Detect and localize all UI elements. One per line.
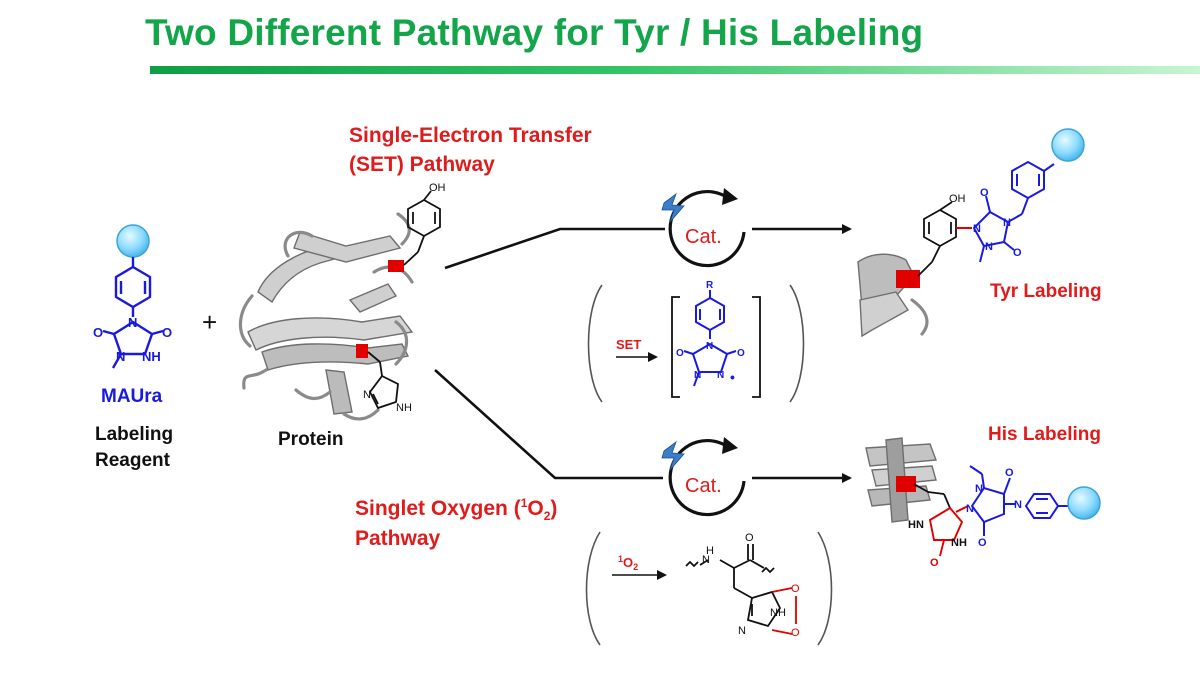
atom-n: N (973, 223, 981, 235)
his-site-marker (356, 344, 368, 358)
atom-n: N (702, 554, 710, 566)
reagent-name: MAUra (101, 386, 163, 407)
atom-o: O (737, 348, 745, 359)
title-underline (150, 66, 1200, 74)
his-product: HN NH O N O N O N (865, 437, 1101, 569)
atom-o: O (676, 348, 684, 359)
singlet-o: O (527, 497, 544, 520)
atom-o: O (745, 532, 754, 544)
atom-n: N (1014, 499, 1022, 511)
tyr-site-marker (896, 270, 920, 288)
atom-n: N (706, 341, 713, 352)
tyr-site-marker (388, 260, 404, 272)
page-title: Two Different Pathway for Tyr / His Labe… (145, 12, 924, 53)
atom-nh: NH (142, 349, 161, 364)
atom-n: N (1003, 217, 1011, 229)
singlet-pathway-title-line2: Pathway (355, 527, 441, 550)
tyr-labeling-label: Tyr Labeling (990, 281, 1102, 302)
atom-o: O (978, 537, 987, 549)
atom-o: O (980, 187, 989, 199)
tag-sphere-icon (116, 224, 150, 258)
catalyst-label: Cat. (685, 226, 722, 248)
singlet-pathway-title-line1: Singlet Oxygen (1O2) (355, 496, 557, 523)
atom-nh: NH (396, 402, 412, 414)
o2-sub: 2 (633, 562, 638, 572)
light-bolt-icon (661, 192, 685, 223)
reagent-caption-line1: Labeling (95, 424, 174, 445)
his-site-marker (896, 476, 916, 492)
tag-sphere-icon (1067, 486, 1101, 520)
atom-hn: HN (908, 519, 924, 531)
atom-o: O (791, 583, 800, 595)
atom-o: O (1013, 247, 1022, 259)
his-labeling-label: His Labeling (988, 424, 1101, 445)
catalyst-label: Cat. (685, 475, 722, 497)
set-catalytic-cycle (661, 188, 746, 268)
set-arrow-label: SET (616, 337, 641, 352)
atom-n: N (116, 349, 125, 364)
atom-oh: OH (949, 193, 966, 205)
singlet-sub: 2 (543, 509, 551, 524)
atom-n: N (975, 483, 983, 495)
tag-sphere-icon (1051, 128, 1085, 162)
atom-n: N (694, 370, 701, 381)
singlet-post: ) (550, 497, 558, 520)
atom-nh: NH (770, 607, 786, 619)
atom-o: O (791, 627, 800, 639)
atom-o: O (162, 325, 172, 340)
singlet-oxygen-intermediate: 1O2 H N O N NH O O (585, 531, 833, 646)
atom-r: R (706, 280, 714, 291)
o2-arrow-label: 1O2 (618, 554, 638, 572)
set-pathway-title-line2: (SET) Pathway (349, 153, 495, 176)
atom-oh: OH (429, 182, 446, 194)
protein-caption: Protein (278, 429, 344, 450)
radical-dot: • (730, 369, 735, 385)
atom-h: H (706, 545, 714, 557)
atom-n: N (363, 389, 371, 401)
plus-sign: + (202, 307, 217, 337)
tyr-product: OH N O N O N (857, 128, 1085, 338)
set-intermediate: SET R N O O N N • (587, 280, 805, 403)
protein-ribbon: OH N NH (238, 182, 446, 421)
maura-structure: N O O N NH (93, 224, 172, 369)
reagent-caption-line2: Reagent (95, 450, 170, 471)
atom-n: N (738, 625, 746, 637)
atom-n: N (966, 503, 974, 515)
light-bolt-icon (661, 440, 685, 471)
set-pathway-title-line1: Single-Electron Transfer (349, 124, 592, 147)
singlet-pre: Singlet Oxygen ( (355, 497, 521, 520)
o2-o: O (623, 555, 633, 570)
atom-o: O (1005, 467, 1014, 479)
singlet-catalytic-cycle (661, 437, 746, 517)
atom-n: N (985, 241, 993, 253)
pathway-arrows (434, 224, 852, 483)
atom-n: N (717, 370, 724, 381)
singlet-sup: 1 (520, 496, 528, 510)
atom-nh: NH (951, 537, 967, 549)
o2-sup: 1 (618, 554, 623, 564)
atom-o: O (93, 325, 103, 340)
atom-n: N (128, 315, 137, 330)
atom-o: O (930, 557, 939, 569)
